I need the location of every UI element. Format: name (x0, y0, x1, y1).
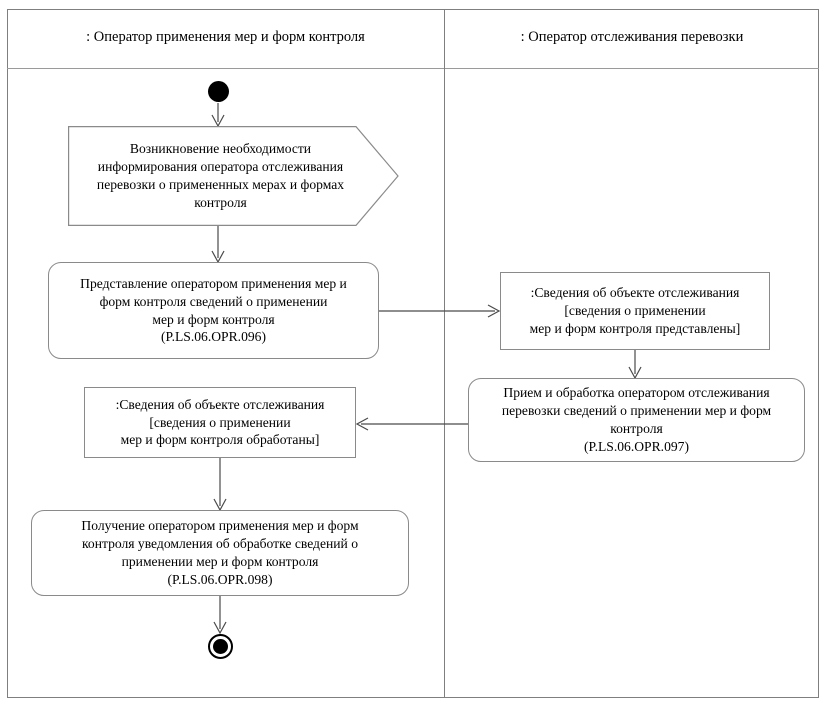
object-node-submitted-label: :Сведения об объекте отслеживания [сведе… (529, 285, 741, 336)
activity-096-label: Представление оператором применения мер … (80, 275, 347, 345)
initial-node[interactable] (208, 81, 229, 102)
object-node-processed-label: :Сведения об объекте отслеживания [сведе… (115, 396, 325, 448)
activity-node-opr-097[interactable]: Прием и обработка оператором отслеживани… (468, 378, 805, 462)
lane-header-separator (7, 68, 819, 69)
signal-shape (68, 126, 399, 226)
activity-097-label: Прием и обработка оператором отслеживани… (501, 385, 772, 454)
lane-title-right: : Оператор отслеживания перевозки (520, 29, 744, 45)
activity-node-opr-098[interactable]: Получение оператором применения мер и фо… (31, 510, 409, 596)
object-node-info-processed[interactable]: :Сведения об объекте отслеживания [сведе… (84, 387, 356, 458)
accept-signal-label: Возникновение необходимости информирован… (96, 141, 345, 210)
lane-title-left: : Оператор применения мер и форм контрол… (86, 29, 365, 45)
activity-node-opr-096[interactable]: Представление оператором применения мер … (48, 262, 379, 359)
lane-divider (444, 9, 445, 698)
object-node-info-submitted[interactable]: :Сведения об объекте отслеживания [сведе… (500, 272, 770, 350)
accept-signal-node[interactable]: Возникновение необходимости информирован… (68, 126, 399, 226)
activity-098-label: Получение оператором применения мер и фо… (81, 518, 359, 587)
final-node[interactable] (208, 634, 233, 659)
